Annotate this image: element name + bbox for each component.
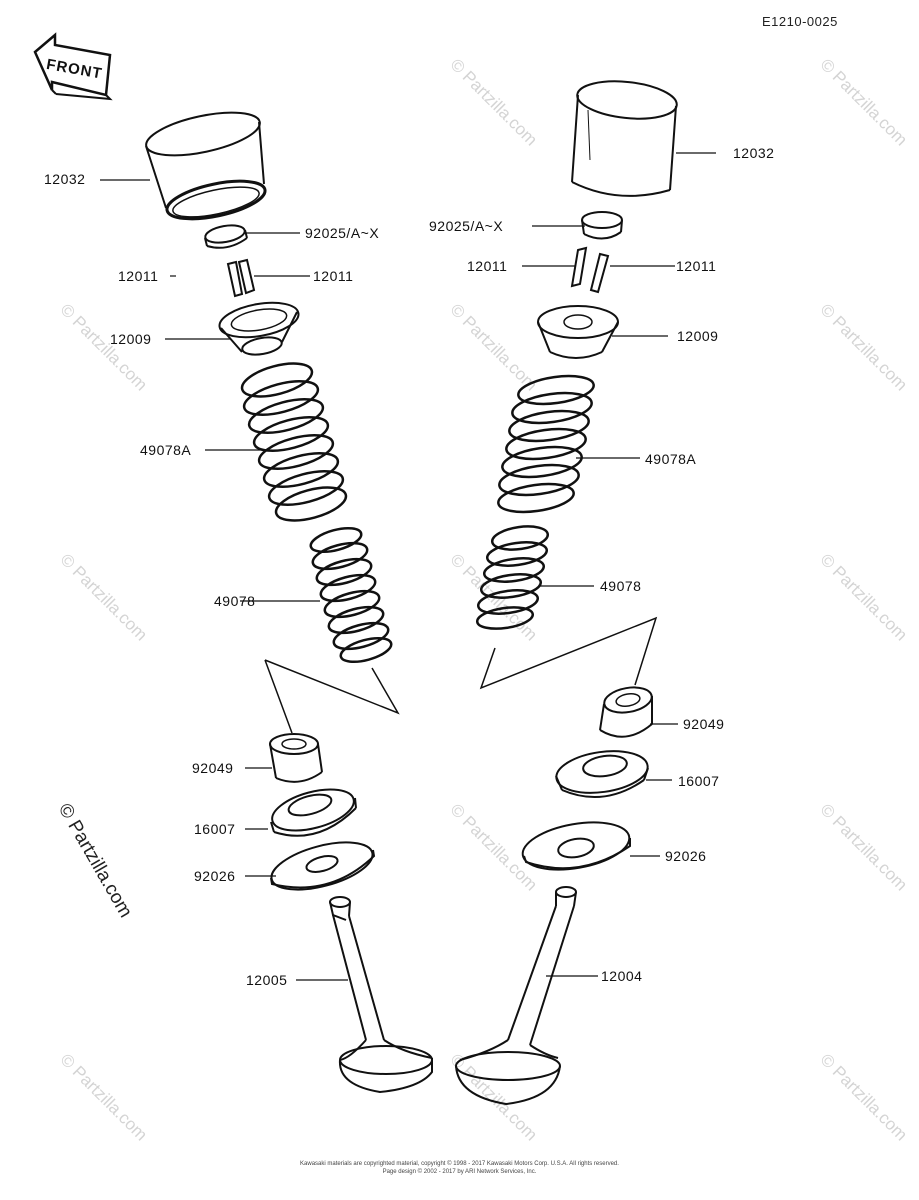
tappet-left <box>145 111 267 221</box>
inner-spring-right <box>475 525 550 630</box>
label-valve-intake: 12004 <box>601 968 643 984</box>
label-cotter-left-b: 12011 <box>313 268 354 284</box>
retainer-left <box>218 301 300 356</box>
label-cotter-left-a: 12011 <box>118 268 159 284</box>
tappet-right <box>571 80 678 197</box>
shim-left <box>204 224 248 249</box>
leader-lines <box>100 152 716 981</box>
label-inner-spring-left: 49078 <box>214 593 256 609</box>
label-retainer-left: 12009 <box>110 331 152 347</box>
seal-left <box>269 733 323 783</box>
washer-left <box>270 841 376 891</box>
label-seat-right: 16007 <box>678 773 720 789</box>
label-tappet-right: 12032 <box>733 145 775 161</box>
cotter-left <box>226 258 256 298</box>
label-inner-spring-right: 49078 <box>600 578 642 594</box>
label-valve-exhaust: 12005 <box>246 972 288 988</box>
seal-right <box>599 686 653 738</box>
label-tappet-left: 12032 <box>44 171 86 187</box>
label-cotter-right-a: 12011 <box>467 258 508 274</box>
seat-left <box>270 788 357 837</box>
copyright-line-2: Page design © 2002 - 2017 by ARI Network… <box>382 1169 537 1175</box>
diagram-ref-code: E1210-0025 <box>762 14 838 29</box>
valve-intake <box>455 886 577 1106</box>
label-shim-right: 92025/A~X <box>429 218 504 234</box>
cotter-right <box>570 246 610 294</box>
valve-exhaust <box>329 896 433 1094</box>
seat-right <box>555 750 649 799</box>
label-seal-left: 92049 <box>192 760 234 776</box>
retainer-right <box>537 305 619 359</box>
label-shim-left: 92025/A~X <box>305 225 380 241</box>
washer-right <box>521 821 631 871</box>
group-bracket-left <box>264 659 400 734</box>
shim-right <box>581 211 623 240</box>
label-seal-right: 92049 <box>683 716 725 732</box>
label-seat-left: 16007 <box>194 821 236 837</box>
label-washer-left: 92026 <box>194 868 236 884</box>
label-retainer-right: 12009 <box>677 328 719 344</box>
label-cotter-right-b: 12011 <box>676 258 717 274</box>
copyright-line-1: Kawasaki materials are copyrighted mater… <box>300 1161 619 1167</box>
label-outer-spring-right: 49078A <box>645 451 697 467</box>
label-outer-spring-left: 49078A <box>140 442 192 458</box>
label-washer-right: 92026 <box>665 848 707 864</box>
outer-spring-right <box>497 374 595 514</box>
outer-spring-left <box>240 362 348 522</box>
front-arrow-icon <box>33 32 113 101</box>
inner-spring-left <box>309 526 393 664</box>
group-bracket-right <box>479 616 658 690</box>
